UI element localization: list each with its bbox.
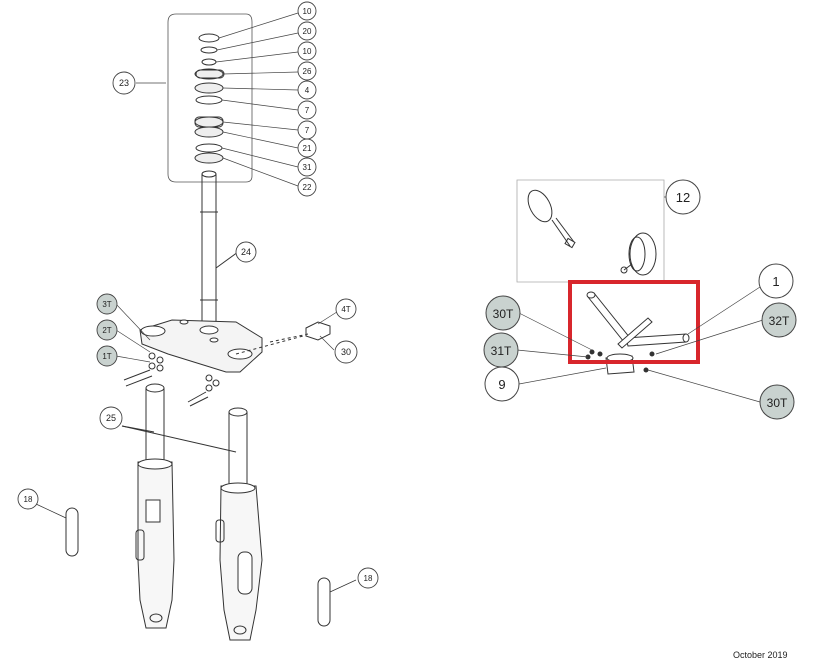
svg-text:7: 7 xyxy=(305,126,310,135)
svg-text:24: 24 xyxy=(241,247,251,257)
callout-4T: 4T xyxy=(335,298,357,320)
callout-4: 4 xyxy=(297,80,317,100)
triple-clamp xyxy=(139,319,263,373)
callout-26: 26 xyxy=(297,61,317,81)
svg-text:31: 31 xyxy=(303,163,312,172)
svg-text:18: 18 xyxy=(24,495,33,504)
callout-24: 24 xyxy=(235,241,257,263)
reflectors xyxy=(35,503,357,627)
right-callouts: 12 1 30T 32T 31T 9 30T xyxy=(483,179,797,420)
leader-lines-bearing xyxy=(136,12,299,187)
svg-text:20: 20 xyxy=(303,27,312,36)
leader-lines-right xyxy=(516,196,764,403)
callout-18-left: 18 xyxy=(17,488,39,510)
callout-3T: 3T xyxy=(96,293,118,315)
svg-text:32T: 32T xyxy=(769,314,790,328)
svg-text:30: 30 xyxy=(341,347,351,357)
highlight-box xyxy=(568,280,700,364)
svg-text:25: 25 xyxy=(106,413,116,423)
svg-text:18: 18 xyxy=(364,574,373,583)
callout-30T-upper: 30T xyxy=(485,295,521,331)
svg-text:3T: 3T xyxy=(102,300,111,309)
left-callouts: 10 20 10 26 4 7 7 21 31 22 23 24 4T 30 3… xyxy=(17,1,379,589)
callout-9: 9 xyxy=(484,366,520,402)
callout-32T: 32T xyxy=(761,302,797,338)
svg-text:4: 4 xyxy=(305,86,310,95)
svg-text:30T: 30T xyxy=(767,396,788,410)
svg-text:31T: 31T xyxy=(491,344,512,358)
footer-date: October 2019 xyxy=(733,650,788,660)
clamp-bolts xyxy=(123,321,331,407)
callout-20: 20 xyxy=(297,21,317,41)
callout-18-right: 18 xyxy=(357,567,379,589)
steering-head-bearing-group xyxy=(167,13,253,183)
callout-7-lower: 7 xyxy=(297,120,317,140)
callout-1T: 1T xyxy=(96,345,118,367)
svg-text:23: 23 xyxy=(119,78,129,88)
callout-30T-lower: 30T xyxy=(759,384,795,420)
callout-31: 31 xyxy=(297,157,317,177)
steering-stem xyxy=(200,170,239,328)
callout-21: 21 xyxy=(297,138,317,158)
svg-text:1T: 1T xyxy=(102,352,111,361)
callout-23: 23 xyxy=(112,71,136,95)
callout-2T: 2T xyxy=(96,319,118,341)
callout-12: 12 xyxy=(665,179,701,215)
svg-text:26: 26 xyxy=(303,67,312,76)
svg-text:1: 1 xyxy=(772,274,779,289)
callout-10-second: 10 xyxy=(297,41,317,61)
callout-31T: 31T xyxy=(483,332,519,368)
fork-legs xyxy=(121,383,263,641)
svg-text:21: 21 xyxy=(303,144,312,153)
callout-22: 22 xyxy=(297,177,317,197)
svg-text:4T: 4T xyxy=(341,305,350,314)
callout-30: 30 xyxy=(334,340,358,364)
callout-10-top: 10 xyxy=(297,1,317,21)
svg-text:22: 22 xyxy=(303,183,312,192)
svg-text:7: 7 xyxy=(305,106,310,115)
svg-text:10: 10 xyxy=(303,7,312,16)
callout-7-upper: 7 xyxy=(297,100,317,120)
svg-text:30T: 30T xyxy=(493,307,514,321)
svg-text:10: 10 xyxy=(303,47,312,56)
svg-text:9: 9 xyxy=(498,377,505,392)
callout-1: 1 xyxy=(758,263,794,299)
svg-text:2T: 2T xyxy=(102,326,111,335)
mirror-group xyxy=(516,179,665,283)
svg-text:12: 12 xyxy=(676,190,690,205)
callout-25: 25 xyxy=(99,406,123,430)
